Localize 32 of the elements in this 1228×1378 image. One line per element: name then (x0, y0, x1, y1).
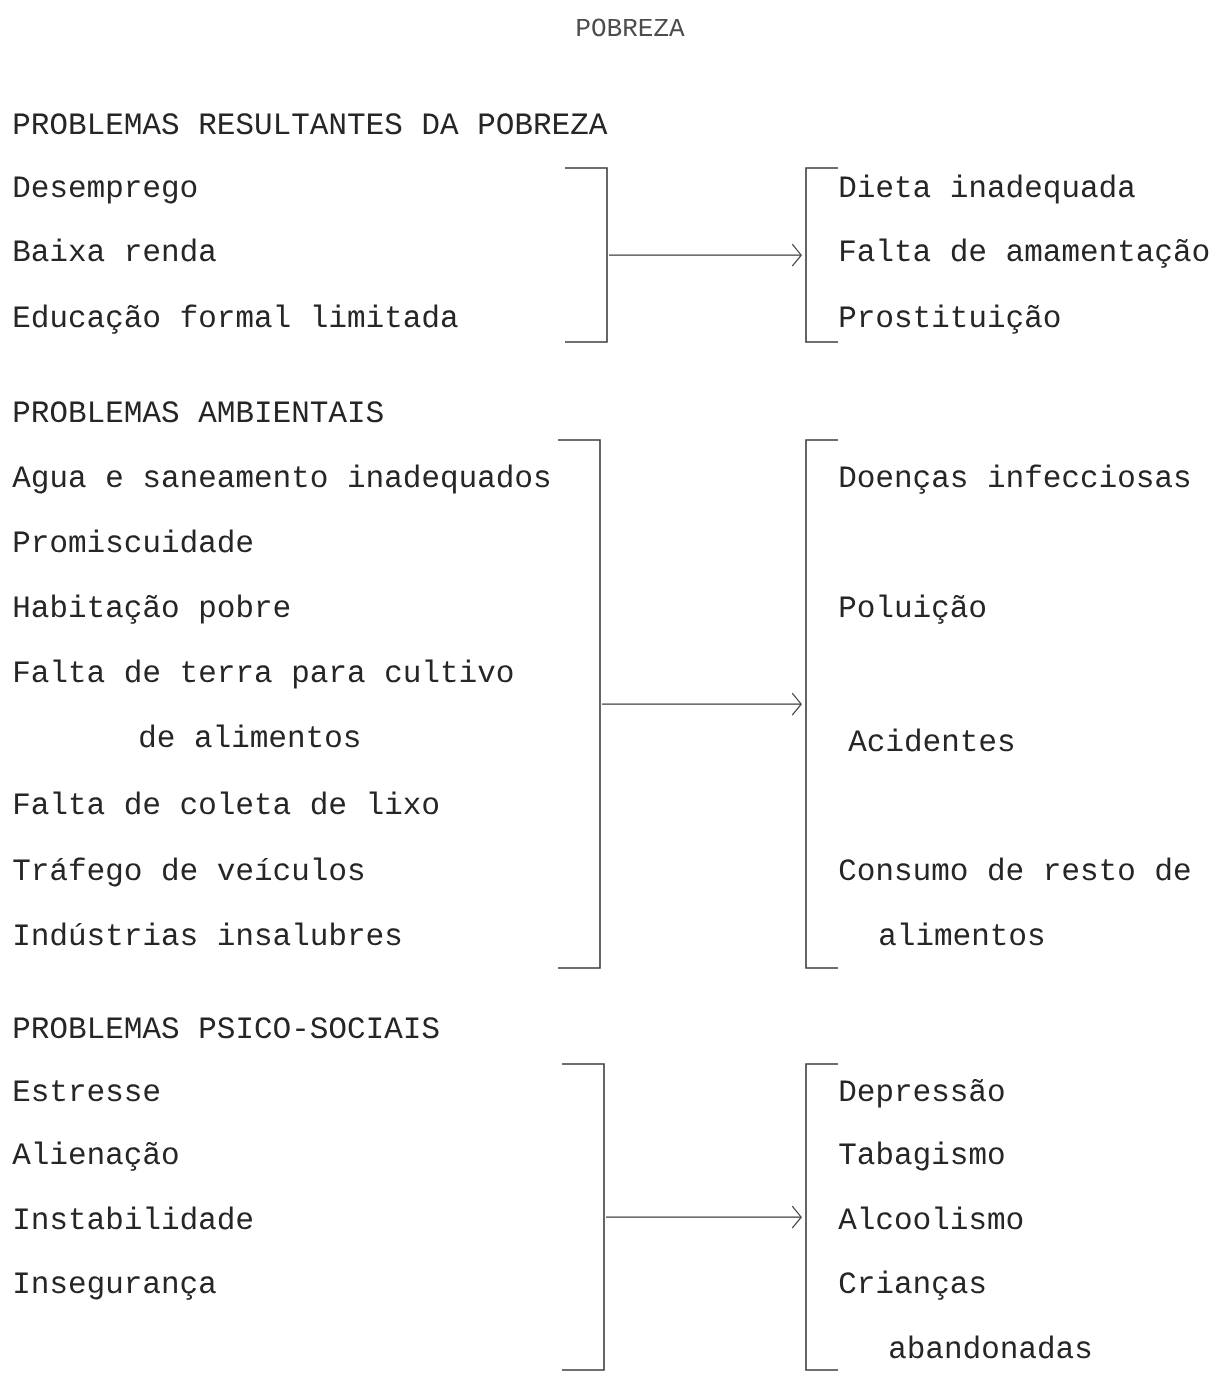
list-item: Estresse (14, 1080, 159, 1102)
list-item: Acidentes (848, 728, 1014, 752)
arrow (601, 692, 802, 716)
list-item: Falta de amamentação (841, 238, 1209, 268)
section-heading: PROBLEMAS AMBIENTAIS (14, 401, 383, 423)
list-item: Falta de coleta de lixo (15, 791, 438, 815)
list-item: Insegurança (15, 1272, 216, 1300)
list-item: Depressão (840, 1079, 1004, 1108)
list-item: Educação formal limitada (14, 304, 458, 334)
list-item: Crianças abandonadas (839, 1270, 1091, 1359)
list-item: Baixa renda (14, 238, 216, 262)
section-heading: PROBLEMAS RESULTANTES DA POBREZA (14, 113, 608, 135)
list-item: Habitação pobre (14, 594, 290, 624)
section-heading: PROBLEMAS PSICO-SOCIAIS (14, 1017, 439, 1039)
list-item: Alienação (12, 1141, 178, 1171)
list-item: Tráfego de veículos (13, 857, 364, 887)
list-item: Instabilidade (15, 1206, 252, 1230)
list-item: Doenças infecciosas (840, 464, 1190, 494)
list-item: Promiscuidade (14, 529, 252, 553)
list-item: Desemprego (14, 176, 197, 204)
arrow (605, 1205, 802, 1229)
list-item: Alcoolismo (838, 1206, 1023, 1230)
list-item: Tabagismo (839, 1141, 1004, 1171)
list-item: Dieta inadequada (840, 174, 1135, 204)
list-item: Agua e saneamento inadequados (12, 464, 550, 494)
arrow (608, 243, 802, 267)
list-item: Consumo de resto de alimentos (839, 857, 1190, 946)
list-item: Prostituição (840, 304, 1060, 334)
list-item: Poluição (840, 594, 985, 624)
list-item: Falta de terra para cultivo de alimentos (15, 659, 513, 748)
list-item: Indústrias insalubres (15, 922, 401, 946)
title: POBREZA (577, 18, 685, 37)
